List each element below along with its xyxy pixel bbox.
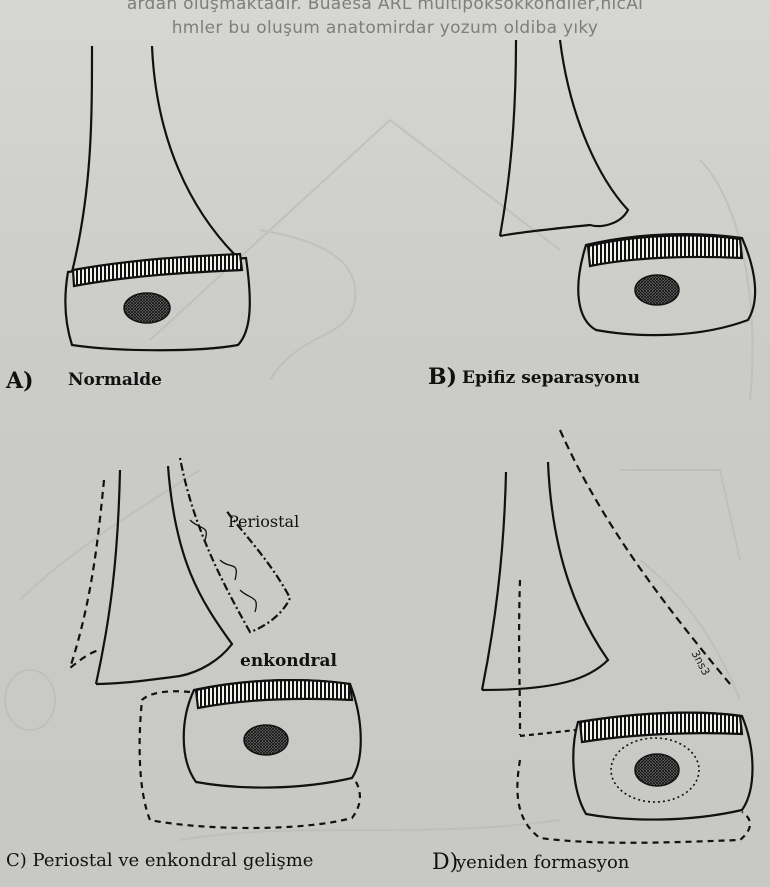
panel-a-label: Normalde <box>68 370 162 390</box>
panel-b-letter: B) <box>428 364 457 390</box>
panel-c-periosteal-endochondral <box>70 458 361 828</box>
panel-d-reformation <box>482 430 753 843</box>
periostal-label: Periostal <box>228 512 299 531</box>
panel-b-epiphysis-separation <box>500 40 755 335</box>
panel-d-letter: D) <box>432 850 458 875</box>
panel-c-label: C) Periostal ve enkondral gelişme <box>6 850 313 871</box>
panel-a-letter: A) <box>6 368 33 394</box>
panel-d-label: yeniden formasyon <box>456 852 629 873</box>
enkondral-label: enkondral <box>240 651 337 671</box>
panel-b-label: Epifiz separasyonu <box>462 368 640 388</box>
panel-a-normal-bone <box>65 46 249 350</box>
